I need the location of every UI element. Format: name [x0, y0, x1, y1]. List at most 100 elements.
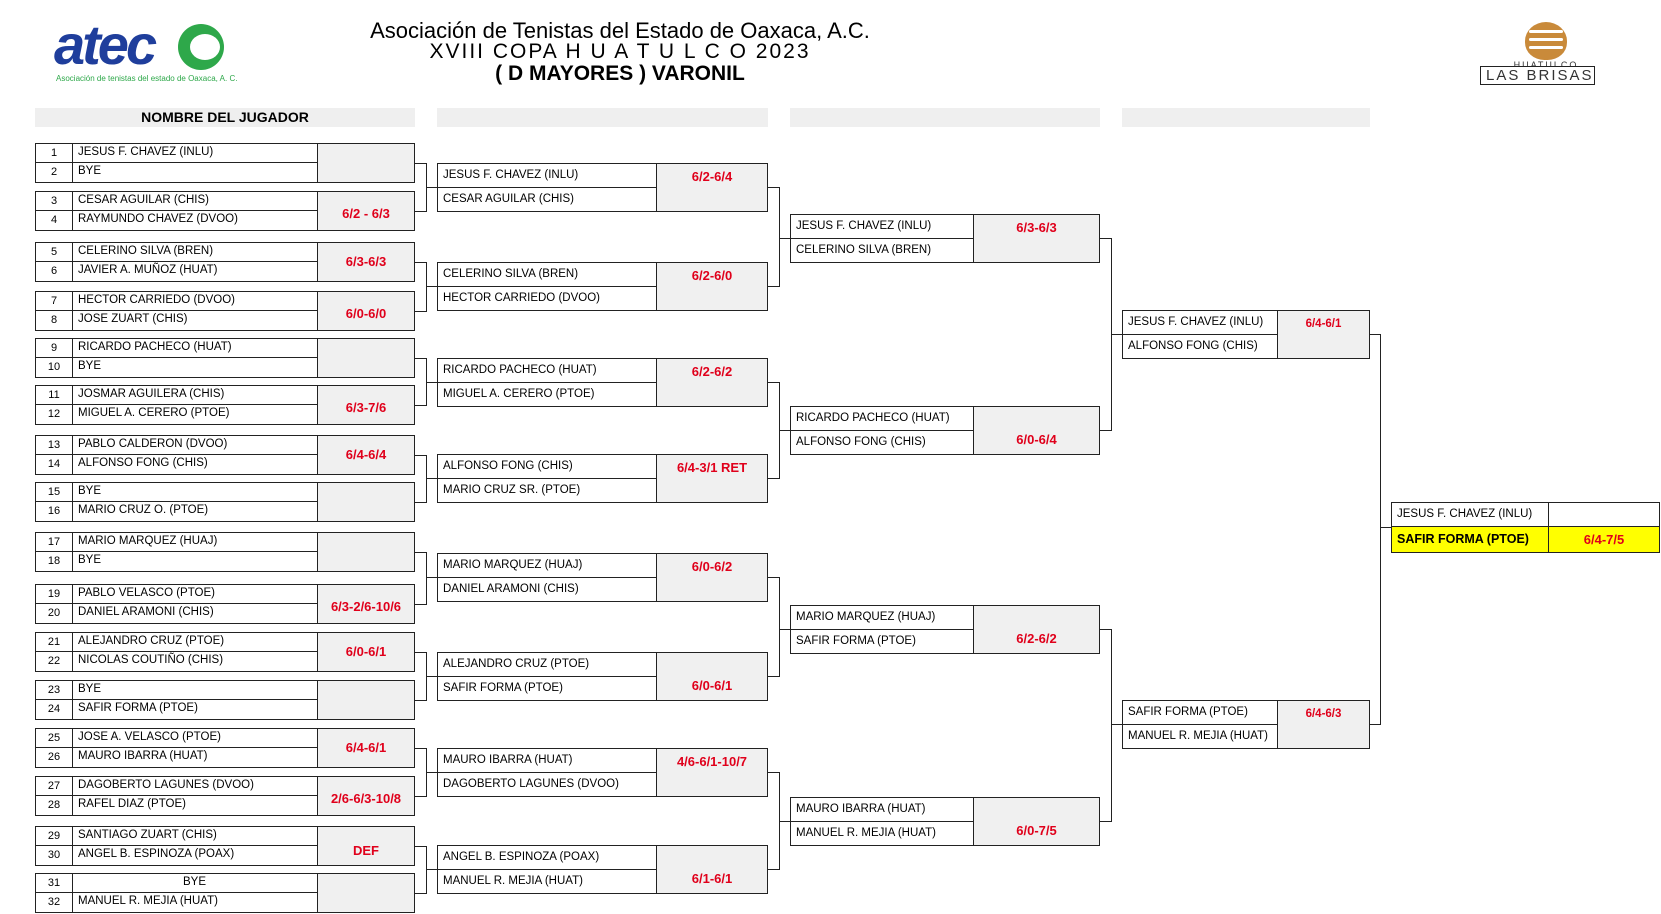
player-name: DAGOBERTO LAGUNES (DVOO) — [437, 772, 657, 797]
player-name: JAVIER A. MUÑOZ (HUAT) — [72, 261, 318, 282]
bracket-connector — [426, 772, 437, 773]
bracket-connector — [779, 187, 780, 287]
match-score: 6/2-6/2 — [973, 605, 1100, 654]
player-name: HECTOR CARRIEDO (DVOO) — [72, 291, 318, 311]
bracket-connector — [426, 478, 437, 479]
player-name: MIGUEL A. CERERO (PTOE) — [72, 404, 318, 425]
bracket-connector — [1111, 629, 1112, 822]
player-name: DANIEL ARAMONI (CHIS) — [72, 603, 318, 624]
player-name: JOSE A. VELASCO (PTOE) — [72, 728, 318, 748]
player-name: SAFIR FORMA (PTOE) — [437, 676, 657, 701]
seed-number: 26 — [35, 747, 73, 768]
match-score: 6/2 - 6/3 — [317, 191, 415, 231]
bracket-connector — [415, 796, 426, 797]
seed-number: 24 — [35, 699, 73, 720]
player-name: RAYMUNDO CHAVEZ (DVOO) — [72, 210, 318, 231]
player-name: MIGUEL A. CERERO (PTOE) — [437, 382, 657, 407]
player-name: ALEJANDRO CRUZ (PTOE) — [72, 632, 318, 652]
seed-number: 12 — [35, 404, 73, 425]
bracket-connector — [768, 577, 779, 578]
bracket-connector — [779, 577, 780, 677]
player-name: MARIO MARQUEZ (HUAJ) — [72, 532, 318, 552]
bracket-connector — [426, 286, 437, 287]
bracket-connector — [768, 676, 779, 677]
player-name: RICARDO PACHECO (HUAT) — [437, 358, 657, 383]
match-score — [317, 143, 415, 183]
bracket-connector — [415, 748, 426, 749]
match-score: 6/3-6/3 — [973, 214, 1100, 263]
match-score: 6/0-6/1 — [317, 632, 415, 672]
seed-number: 13 — [35, 435, 73, 455]
match-score: 6/3-7/6 — [317, 385, 415, 425]
seed-number: 20 — [35, 603, 73, 624]
round2-column-header — [437, 108, 768, 127]
bracket-connector — [426, 577, 437, 578]
player-name: BYE — [72, 873, 318, 893]
bracket-connector — [415, 502, 426, 503]
bracket-connector — [415, 846, 426, 847]
bracket-connector — [415, 211, 426, 212]
seed-number: 2 — [35, 162, 73, 183]
bracket-connector — [415, 893, 426, 894]
bracket-connector — [415, 405, 426, 406]
match-score: 6/1-6/1 — [656, 845, 768, 894]
bracket-connector — [1100, 629, 1111, 630]
match-score: DEF — [317, 826, 415, 866]
seed-number: 31 — [35, 873, 73, 893]
player-name: ALFONSO FONG (CHIS) — [437, 454, 657, 479]
player-name: MAURO IBARRA (HUAT) — [790, 797, 974, 822]
bracket-connector — [426, 455, 427, 503]
bracket-connector — [426, 676, 437, 677]
match-score: 6/4-6/4 — [317, 435, 415, 475]
seed-number: 25 — [35, 728, 73, 748]
atec-logo-tagline: Asociación de tenistas del estado de Oax… — [56, 74, 238, 83]
bracket-connector — [1370, 334, 1380, 335]
bracket-connector — [768, 478, 779, 479]
player-column-header: NOMBRE DEL JUGADOR — [35, 108, 415, 127]
seed-number: 27 — [35, 776, 73, 796]
player-name: SANTIAGO ZUART (CHIS) — [72, 826, 318, 846]
seed-number: 6 — [35, 261, 73, 282]
match-score: 6/0-6/1 — [656, 652, 768, 701]
match-score: 4/6-6/1-10/7 — [656, 748, 768, 797]
seed-number: 32 — [35, 892, 73, 913]
player-name: MARIO MARQUEZ (HUAJ) — [437, 553, 657, 578]
seed-number: 21 — [35, 632, 73, 652]
seed-number: 5 — [35, 242, 73, 262]
match-score: 6/2-6/0 — [656, 262, 768, 311]
atec-logo-word: atec — [54, 13, 157, 76]
bracket-connector — [779, 430, 790, 431]
seed-number: 18 — [35, 551, 73, 572]
las-brisas-logo: LAS BRISAS HUATULCO — [1480, 22, 1612, 102]
player-name: JOSE ZUART (CHIS) — [72, 310, 318, 331]
association-title: Asociación de Tenistas del Estado de Oax… — [370, 18, 870, 43]
seed-number: 22 — [35, 651, 73, 672]
seed-number: 9 — [35, 338, 73, 358]
player-name: MARIO CRUZ SR. (PTOE) — [437, 478, 657, 503]
player-name: PABLO CALDERON (DVOO) — [72, 435, 318, 455]
seed-number: 29 — [35, 826, 73, 846]
finalist-name: JESUS F. CHAVEZ (INLU) — [1391, 502, 1549, 527]
player-name: BYE — [72, 482, 318, 502]
player-name: NICOLAS COUTIÑO (CHIS) — [72, 651, 318, 672]
player-name: MANUEL R. MEJIA (HUAT) — [72, 892, 318, 913]
player-name: RICARDO PACHECO (HUAT) — [72, 338, 318, 358]
player-name: CELERINO SILVA (BREN) — [790, 238, 974, 263]
player-name: JESUS F. CHAVEZ (INLU) — [790, 214, 974, 239]
bracket-connector — [768, 382, 779, 383]
match-score: 6/0-6/0 — [317, 291, 415, 331]
seed-number: 3 — [35, 191, 73, 211]
match-score: 6/3-2/6-10/6 — [317, 584, 415, 624]
seed-number: 16 — [35, 501, 73, 522]
player-name: CESAR AGUILAR (CHIS) — [437, 187, 657, 212]
bracket-connector — [1100, 238, 1111, 239]
seed-number: 4 — [35, 210, 73, 231]
seed-number: 15 — [35, 482, 73, 502]
bracket-connector — [1111, 334, 1122, 335]
bracket-connector — [779, 238, 790, 239]
player-name: ALEJANDRO CRUZ (PTOE) — [437, 652, 657, 677]
player-name: ALFONSO FONG (CHIS) — [72, 454, 318, 475]
player-name: MAURO IBARRA (HUAT) — [72, 747, 318, 768]
player-name: HECTOR CARRIEDO (DVOO) — [437, 286, 657, 311]
